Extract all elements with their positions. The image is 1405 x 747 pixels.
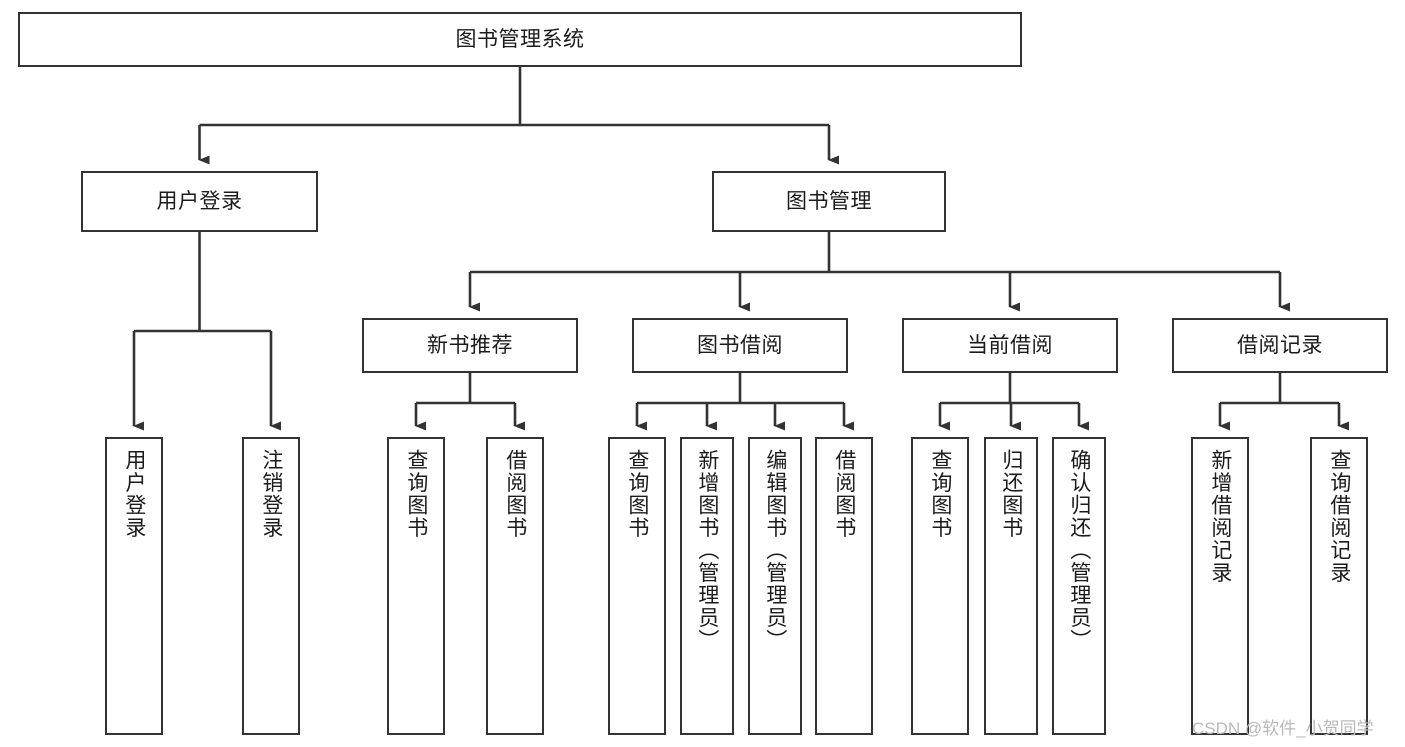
node-leaf-confirm-return-admin[interactable]: 确认归还（管理员）	[1052, 437, 1106, 735]
node-new-book-recommend[interactable]: 新书推荐	[362, 318, 578, 373]
node-label: 查询图书	[404, 449, 428, 539]
node-leaf-query-book-2[interactable]: 查询图书	[608, 437, 666, 735]
node-leaf-return-book[interactable]: 归还图书	[984, 437, 1038, 735]
node-user-login[interactable]: 用户登录	[81, 171, 318, 232]
node-label: 确认归还（管理员）	[1067, 449, 1091, 652]
node-book-borrow[interactable]: 图书借阅	[632, 318, 848, 373]
node-leaf-query-book-1[interactable]: 查询图书	[387, 437, 445, 735]
node-book-manage[interactable]: 图书管理	[712, 171, 946, 232]
node-leaf-logout-login[interactable]: 注销登录	[242, 437, 300, 735]
node-label: 借阅图书	[503, 449, 527, 539]
node-current-borrow[interactable]: 当前借阅	[902, 318, 1118, 373]
node-label: 借阅记录	[1237, 333, 1323, 357]
node-leaf-user-login[interactable]: 用户登录	[105, 437, 163, 735]
node-label: 注销登录	[259, 449, 283, 539]
node-leaf-add-book-admin[interactable]: 新增图书（管理员）	[680, 437, 734, 735]
node-label: 图书管理系统	[455, 27, 585, 51]
node-label: 查询图书	[928, 449, 952, 539]
node-leaf-query-book-3[interactable]: 查询图书	[911, 437, 969, 735]
node-label: 图书借阅	[697, 333, 783, 357]
node-leaf-add-borrow-record[interactable]: 新增借阅记录	[1191, 437, 1249, 735]
node-label: 用户登录	[156, 189, 243, 213]
node-leaf-borrow-book-1[interactable]: 借阅图书	[486, 437, 544, 735]
node-label: 查询借阅记录	[1327, 449, 1351, 584]
node-label: 编辑图书（管理员）	[763, 449, 787, 652]
node-label: 当前借阅	[967, 333, 1053, 357]
node-label: 借阅图书	[832, 449, 856, 539]
node-label: 新增图书（管理员）	[695, 449, 719, 652]
node-label: 归还图书	[999, 449, 1023, 539]
node-label: 查询图书	[625, 449, 649, 539]
node-label: 新书推荐	[427, 333, 513, 357]
node-book-management-system[interactable]: 图书管理系统	[18, 12, 1022, 67]
watermark-text: CSDN @软件_小贺同学	[1192, 719, 1374, 738]
node-label: 图书管理	[786, 189, 872, 213]
node-leaf-borrow-book-2[interactable]: 借阅图书	[815, 437, 873, 735]
node-leaf-query-borrow-record[interactable]: 查询借阅记录	[1310, 437, 1368, 735]
node-label: 新增借阅记录	[1208, 449, 1232, 584]
node-borrow-record[interactable]: 借阅记录	[1172, 318, 1388, 373]
node-label: 用户登录	[122, 449, 146, 539]
node-leaf-edit-book-admin[interactable]: 编辑图书（管理员）	[748, 437, 802, 735]
